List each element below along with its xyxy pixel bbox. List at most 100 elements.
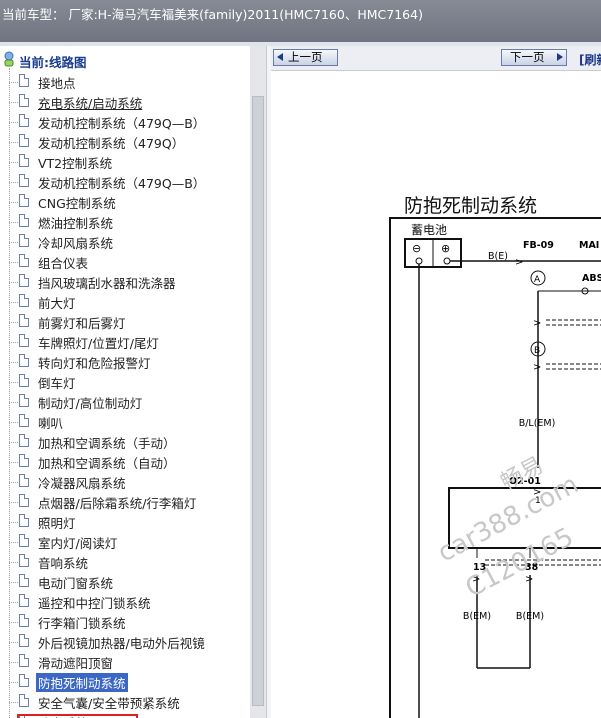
tree-connector <box>9 242 18 243</box>
tree-item[interactable]: 外后视镜加热器/电动外后视镜 <box>9 632 249 652</box>
document-icon <box>19 534 29 547</box>
tree-item-label: 滑动遮阳顶窗 <box>38 656 114 671</box>
tree-connector <box>9 342 18 343</box>
svg-text:>: > <box>525 574 533 585</box>
document-icon <box>19 414 29 427</box>
tree-item[interactable]: 音响系统 <box>9 552 249 572</box>
tree-item[interactable]: 安全气囊/安全带预紧系统 <box>9 692 249 712</box>
tree-connector <box>9 642 18 643</box>
tree-item-label: 燃油控制系统 <box>38 216 114 231</box>
tree-connector <box>9 562 18 563</box>
document-icon <box>19 594 29 607</box>
arrow-right-icon <box>557 53 563 61</box>
tree-item[interactable]: 行李箱门锁系统 <box>9 612 249 632</box>
tree-connector <box>9 82 18 83</box>
tree-scrollbar-thumb[interactable] <box>252 96 264 706</box>
tree-item[interactable]: 喇叭 <box>9 412 249 432</box>
tree-item[interactable]: 发动机控制系统（479Q） <box>9 132 249 152</box>
tree-item[interactable]: 倒车灯 <box>9 372 249 392</box>
tree-connector <box>9 482 18 483</box>
module-pin-13: 13 <box>473 562 486 573</box>
tree-item[interactable]: 发动机控制系统（479Q—B） <box>9 172 249 192</box>
tree-item-label: 喇叭 <box>38 416 64 431</box>
prev-page-button[interactable]: 上一页 <box>273 49 338 66</box>
tree-connector <box>9 322 18 323</box>
tree-connector <box>9 602 18 603</box>
document-icon <box>19 474 29 487</box>
tree-item[interactable]: 照明灯 <box>9 512 249 532</box>
document-icon <box>19 494 29 507</box>
tree-item-label: 前雾灯和后雾灯 <box>38 316 126 331</box>
battery-negative-terminal: ⊖ <box>412 242 421 255</box>
tree-item[interactable]: 发动机控制系统（479Q—B） <box>9 112 249 132</box>
tree-item-label: 发动机控制系统（479Q） <box>38 136 185 151</box>
tree-item-label: 电动门窗系统 <box>38 576 114 591</box>
tree-item[interactable]: 转向灯和危险报警灯 <box>9 352 249 372</box>
tree-connector <box>9 702 18 703</box>
tree-connector <box>9 382 18 383</box>
tree-item-label: 接地点 <box>38 76 76 91</box>
tree-item[interactable]: 点烟器/后除霜系统/行李箱灯 <box>9 492 249 512</box>
tree-item-label: 冷却风扇系统 <box>38 236 114 251</box>
tree-connector <box>9 282 18 283</box>
tree-item[interactable]: 制动灯/高位制动灯 <box>9 392 249 412</box>
svg-text:>: > <box>533 318 541 329</box>
document-icon <box>19 254 29 267</box>
connector-arrow: > <box>515 257 523 268</box>
tree-item[interactable]: 挡风玻璃刮水器和洗涤器 <box>9 272 249 292</box>
tree-connector <box>9 502 18 503</box>
tree-item[interactable]: 电动门窗系统 <box>9 572 249 592</box>
tree-item-label: 充电系统/启动系统 <box>38 96 143 111</box>
document-icon <box>19 694 29 707</box>
document-icon <box>19 134 29 147</box>
tree-item[interactable]: 前大灯 <box>9 292 249 312</box>
tree-item[interactable]: 室内灯/阅读灯 <box>9 532 249 552</box>
tree-item[interactable]: 充电系统/启动系统 <box>9 92 249 112</box>
tree-item[interactable]: 滑动遮阳顶窗 <box>9 652 249 672</box>
tree-connector <box>9 262 18 263</box>
prev-page-label: 上一页 <box>288 50 323 64</box>
module-pin-38: 38 <box>525 562 539 573</box>
tree-item-label: 防抱死制动系统 <box>36 673 128 692</box>
title-band <box>0 42 601 46</box>
pane-splitter[interactable] <box>266 46 271 718</box>
tree-item[interactable]: 冷却风扇系统 <box>9 232 249 252</box>
tree-item-label: 组合仪表 <box>38 256 89 271</box>
tree-item[interactable]: 前雾灯和后雾灯 <box>9 312 249 332</box>
document-icon <box>19 674 29 687</box>
globe-person-icon <box>4 51 14 67</box>
tree-item-label: 加热和空调系统（自动） <box>38 456 176 471</box>
tree-item[interactable]: CNG控制系统 <box>9 192 249 212</box>
tree-item-label: 倒车灯 <box>38 376 76 391</box>
document-icon <box>19 234 29 247</box>
tree-connector <box>9 622 18 623</box>
battery-positive-terminal: ⊕ <box>441 242 450 255</box>
connector-a-label: A <box>534 275 541 285</box>
tree-connector <box>9 402 18 403</box>
document-icon <box>19 454 29 467</box>
tree-item-label: 照明灯 <box>38 516 76 531</box>
next-page-button[interactable]: 下一页 <box>501 49 567 66</box>
selection-highlight-box <box>17 714 138 718</box>
document-icon <box>19 614 29 627</box>
abs-label: ABS <box>582 273 601 284</box>
tree-guide-line <box>9 68 10 718</box>
tree-item[interactable]: 加热和空调系统（手动） <box>9 432 249 452</box>
tree-item[interactable]: 组合仪表 <box>9 252 249 272</box>
tree-item[interactable]: 防抱死制动系统 <box>9 672 249 692</box>
tree-item[interactable]: 燃油控制系统 <box>9 212 249 232</box>
refresh-link[interactable]: [刷新 <box>579 53 601 67</box>
tree-connector <box>9 442 18 443</box>
tree-item[interactable]: 遥控和中控门锁系统 <box>9 592 249 612</box>
tree-item[interactable]: 冷凝器风扇系统 <box>9 472 249 492</box>
document-icon <box>19 194 29 207</box>
document-icon <box>19 574 29 587</box>
tree-item[interactable]: 车牌照灯/位置灯/尾灯 <box>9 332 249 352</box>
tree-item[interactable]: VT2控制系统 <box>9 152 249 172</box>
tree-item-label: 点烟器/后除霜系统/行李箱灯 <box>38 496 197 511</box>
tree-item[interactable]: 接地点 <box>9 72 249 92</box>
tree-root-label: 当前:线路图 <box>19 55 87 70</box>
tree-item-label: 前大灯 <box>38 296 76 311</box>
tree-connector <box>9 522 18 523</box>
tree-item[interactable]: 加热和空调系统（自动） <box>9 452 249 472</box>
